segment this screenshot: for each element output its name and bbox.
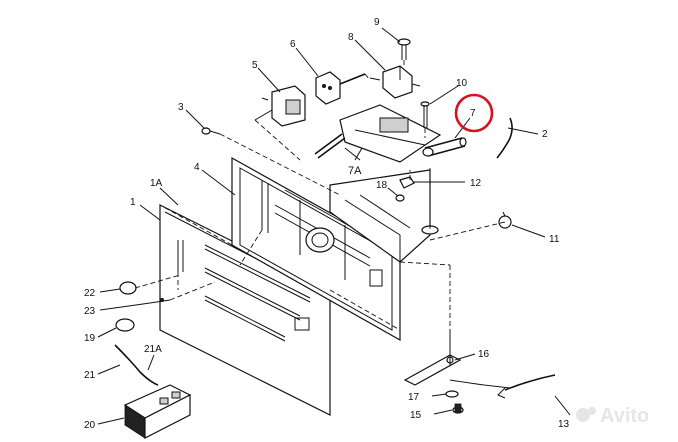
switch-block-part-20 <box>123 384 192 439</box>
callout-20: 20 <box>84 420 96 431</box>
screw-part-3 <box>201 127 221 135</box>
callout-12: 12 <box>470 178 482 189</box>
screw-part-15 <box>452 403 464 414</box>
callout-9: 9 <box>374 17 380 28</box>
callout-3: 3 <box>178 102 184 113</box>
washer-part-18 <box>395 194 405 202</box>
callout-1: 1 <box>130 197 136 208</box>
callout-23: 23 <box>84 306 96 317</box>
knob-part-11 <box>498 211 512 229</box>
callout-6: 6 <box>290 39 296 50</box>
callout-1a: 1A <box>150 178 163 189</box>
callout-7: 7 <box>470 108 476 119</box>
callout-19: 19 <box>84 333 96 344</box>
callout-2: 2 <box>542 129 548 140</box>
callout-13: 13 <box>558 419 570 430</box>
frame-part-4 <box>231 156 401 342</box>
button-part-19 <box>115 318 135 332</box>
hook-part-2 <box>496 117 513 159</box>
callout-10: 10 <box>456 78 468 89</box>
cable-part-13 <box>449 330 556 399</box>
actuator-plate-part-7a <box>314 104 442 163</box>
watermark: Avito <box>576 405 649 427</box>
switch-part-5 <box>254 85 306 127</box>
shaft-part-7 <box>422 137 467 157</box>
assembly-lines <box>134 60 506 350</box>
screw-part-9 <box>397 38 411 60</box>
callout-11: 11 <box>549 234 560 245</box>
highlight-circle <box>454 93 494 133</box>
callout-18: 18 <box>376 180 388 191</box>
callout-7a: 7A <box>348 165 362 177</box>
callout-labels: 1 1A 4 3 5 6 8 9 10 7 7A 12 18 2 11 16 1… <box>84 17 570 431</box>
callout-15: 15 <box>410 410 422 421</box>
screw-part-10 <box>420 101 430 128</box>
wire-part-21 <box>114 344 159 386</box>
cap-part-22 <box>119 281 137 295</box>
housing-bracket <box>329 168 439 263</box>
callout-21a: 21A <box>144 344 162 355</box>
callout-8: 8 <box>348 32 354 43</box>
washer-part-17 <box>445 390 459 398</box>
callout-4: 4 <box>194 162 200 173</box>
callout-17: 17 <box>408 392 420 403</box>
clip-part-23 <box>149 297 171 304</box>
callout-22: 22 <box>84 288 96 299</box>
nut-part-12 <box>399 176 415 189</box>
callout-16: 16 <box>478 349 490 360</box>
callout-5: 5 <box>252 60 258 71</box>
microswitch-part-8 <box>369 65 421 99</box>
watermark-text: Avito <box>600 405 649 427</box>
connector-part-6 <box>315 71 366 105</box>
callout-21: 21 <box>84 370 96 381</box>
leader-lines <box>97 27 571 425</box>
